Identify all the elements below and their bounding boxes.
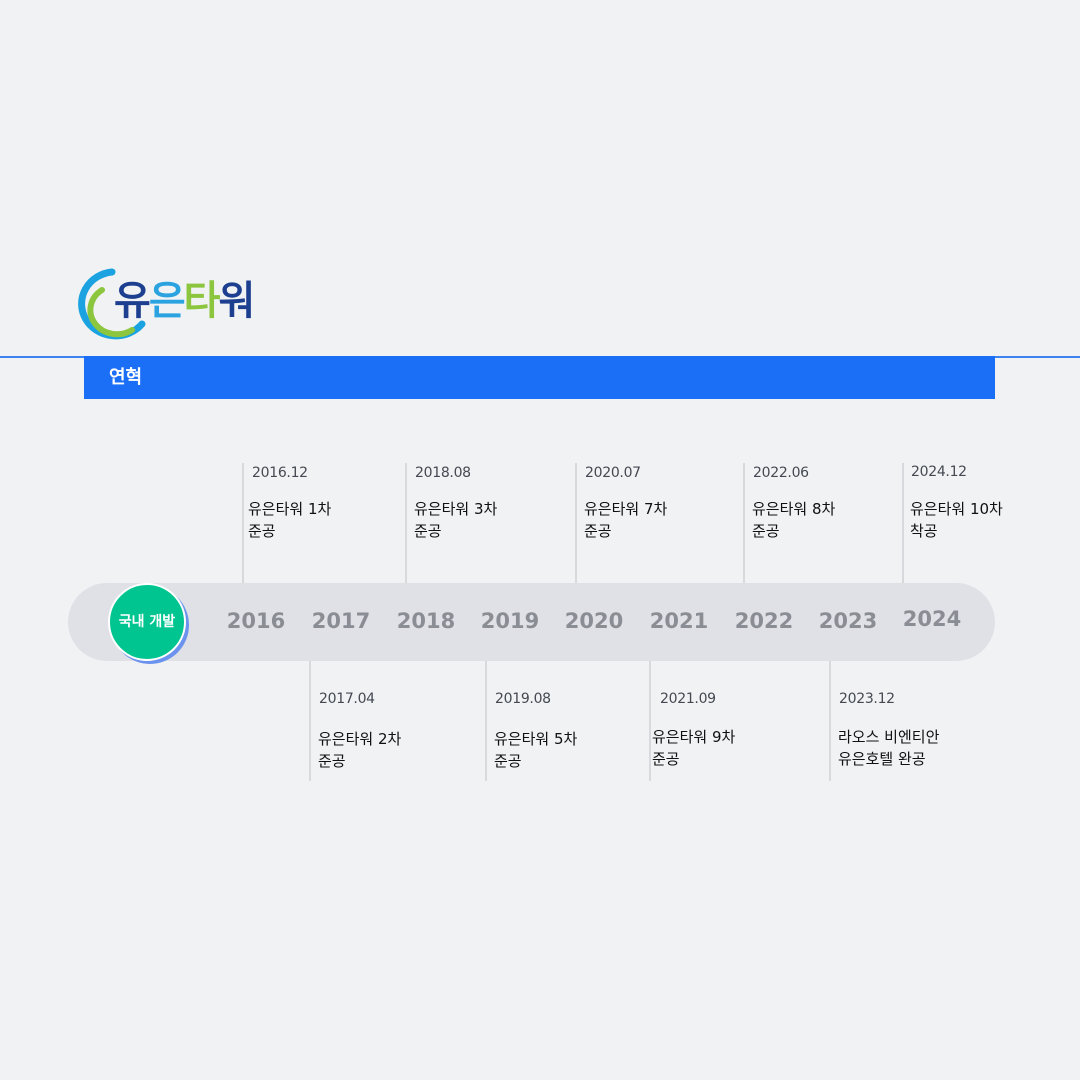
year-label: 2018 — [396, 609, 456, 633]
event-date: 2018.08 — [415, 465, 471, 481]
section-title: 연혁 — [109, 367, 143, 388]
connector-line — [649, 661, 651, 781]
event-title: 유은타워 7차 — [584, 500, 668, 518]
timeline-track — [68, 583, 995, 661]
year-label: 2024 — [902, 607, 962, 631]
event-title: 착공 — [910, 522, 938, 540]
event-date: 2023.12 — [839, 691, 895, 707]
company-logo: 유은타워 — [72, 266, 272, 342]
connector-line — [309, 661, 311, 781]
event-date: 2019.08 — [495, 691, 551, 707]
year-label: 2017 — [311, 609, 371, 633]
event-title: 준공 — [414, 522, 442, 540]
event-title: 유은호텔 완공 — [838, 750, 926, 768]
event-title: 유은타워 10차 — [910, 500, 1003, 518]
event-title: 준공 — [584, 522, 612, 540]
year-label: 2016 — [226, 609, 286, 633]
year-label: 2023 — [818, 609, 878, 633]
event-title: 준공 — [652, 750, 680, 768]
event-title: 유은타워 2차 — [318, 730, 402, 748]
connector-line — [575, 463, 577, 583]
connector-line — [242, 463, 244, 583]
event-title: 유은타워 5차 — [494, 730, 578, 748]
year-label: 2022 — [734, 609, 794, 633]
year-label: 2021 — [649, 609, 709, 633]
event-date: 2016.12 — [252, 465, 308, 481]
logo-char: 유 — [114, 278, 151, 324]
event-date: 2022.06 — [753, 465, 809, 481]
event-date: 2020.07 — [585, 465, 641, 481]
event-title: 유은타워 9차 — [652, 728, 736, 746]
year-label: 2020 — [564, 609, 624, 633]
event-title: 준공 — [752, 522, 780, 540]
section-header: 연혁 — [84, 356, 995, 399]
event-date: 2017.04 — [319, 691, 375, 707]
event-title: 유은타워 1차 — [248, 500, 332, 518]
connector-line — [485, 661, 487, 781]
event-date: 2021.09 — [660, 691, 716, 707]
domestic-badge: 국내 개발 — [108, 583, 186, 661]
event-date: 2024.12 — [911, 464, 967, 480]
event-title: 유은타워 3차 — [414, 500, 498, 518]
badge-label: 국내 개발 — [118, 614, 176, 630]
connector-line — [743, 463, 745, 583]
connector-line — [829, 661, 831, 781]
connector-line — [405, 463, 407, 583]
year-label: 2019 — [480, 609, 540, 633]
event-title: 준공 — [318, 752, 346, 770]
event-title: 유은타워 8차 — [752, 500, 836, 518]
logo-char: 워 — [218, 278, 255, 324]
logo-wordmark: 유은타워 — [114, 276, 255, 326]
event-title: 준공 — [248, 522, 276, 540]
event-title: 준공 — [494, 752, 522, 770]
logo-swirl-icon — [78, 268, 146, 340]
connector-line — [902, 463, 904, 583]
logo-char: 타 — [183, 278, 221, 324]
event-title: 라오스 비엔티안 — [838, 728, 940, 746]
logo-char: 은 — [148, 278, 186, 324]
